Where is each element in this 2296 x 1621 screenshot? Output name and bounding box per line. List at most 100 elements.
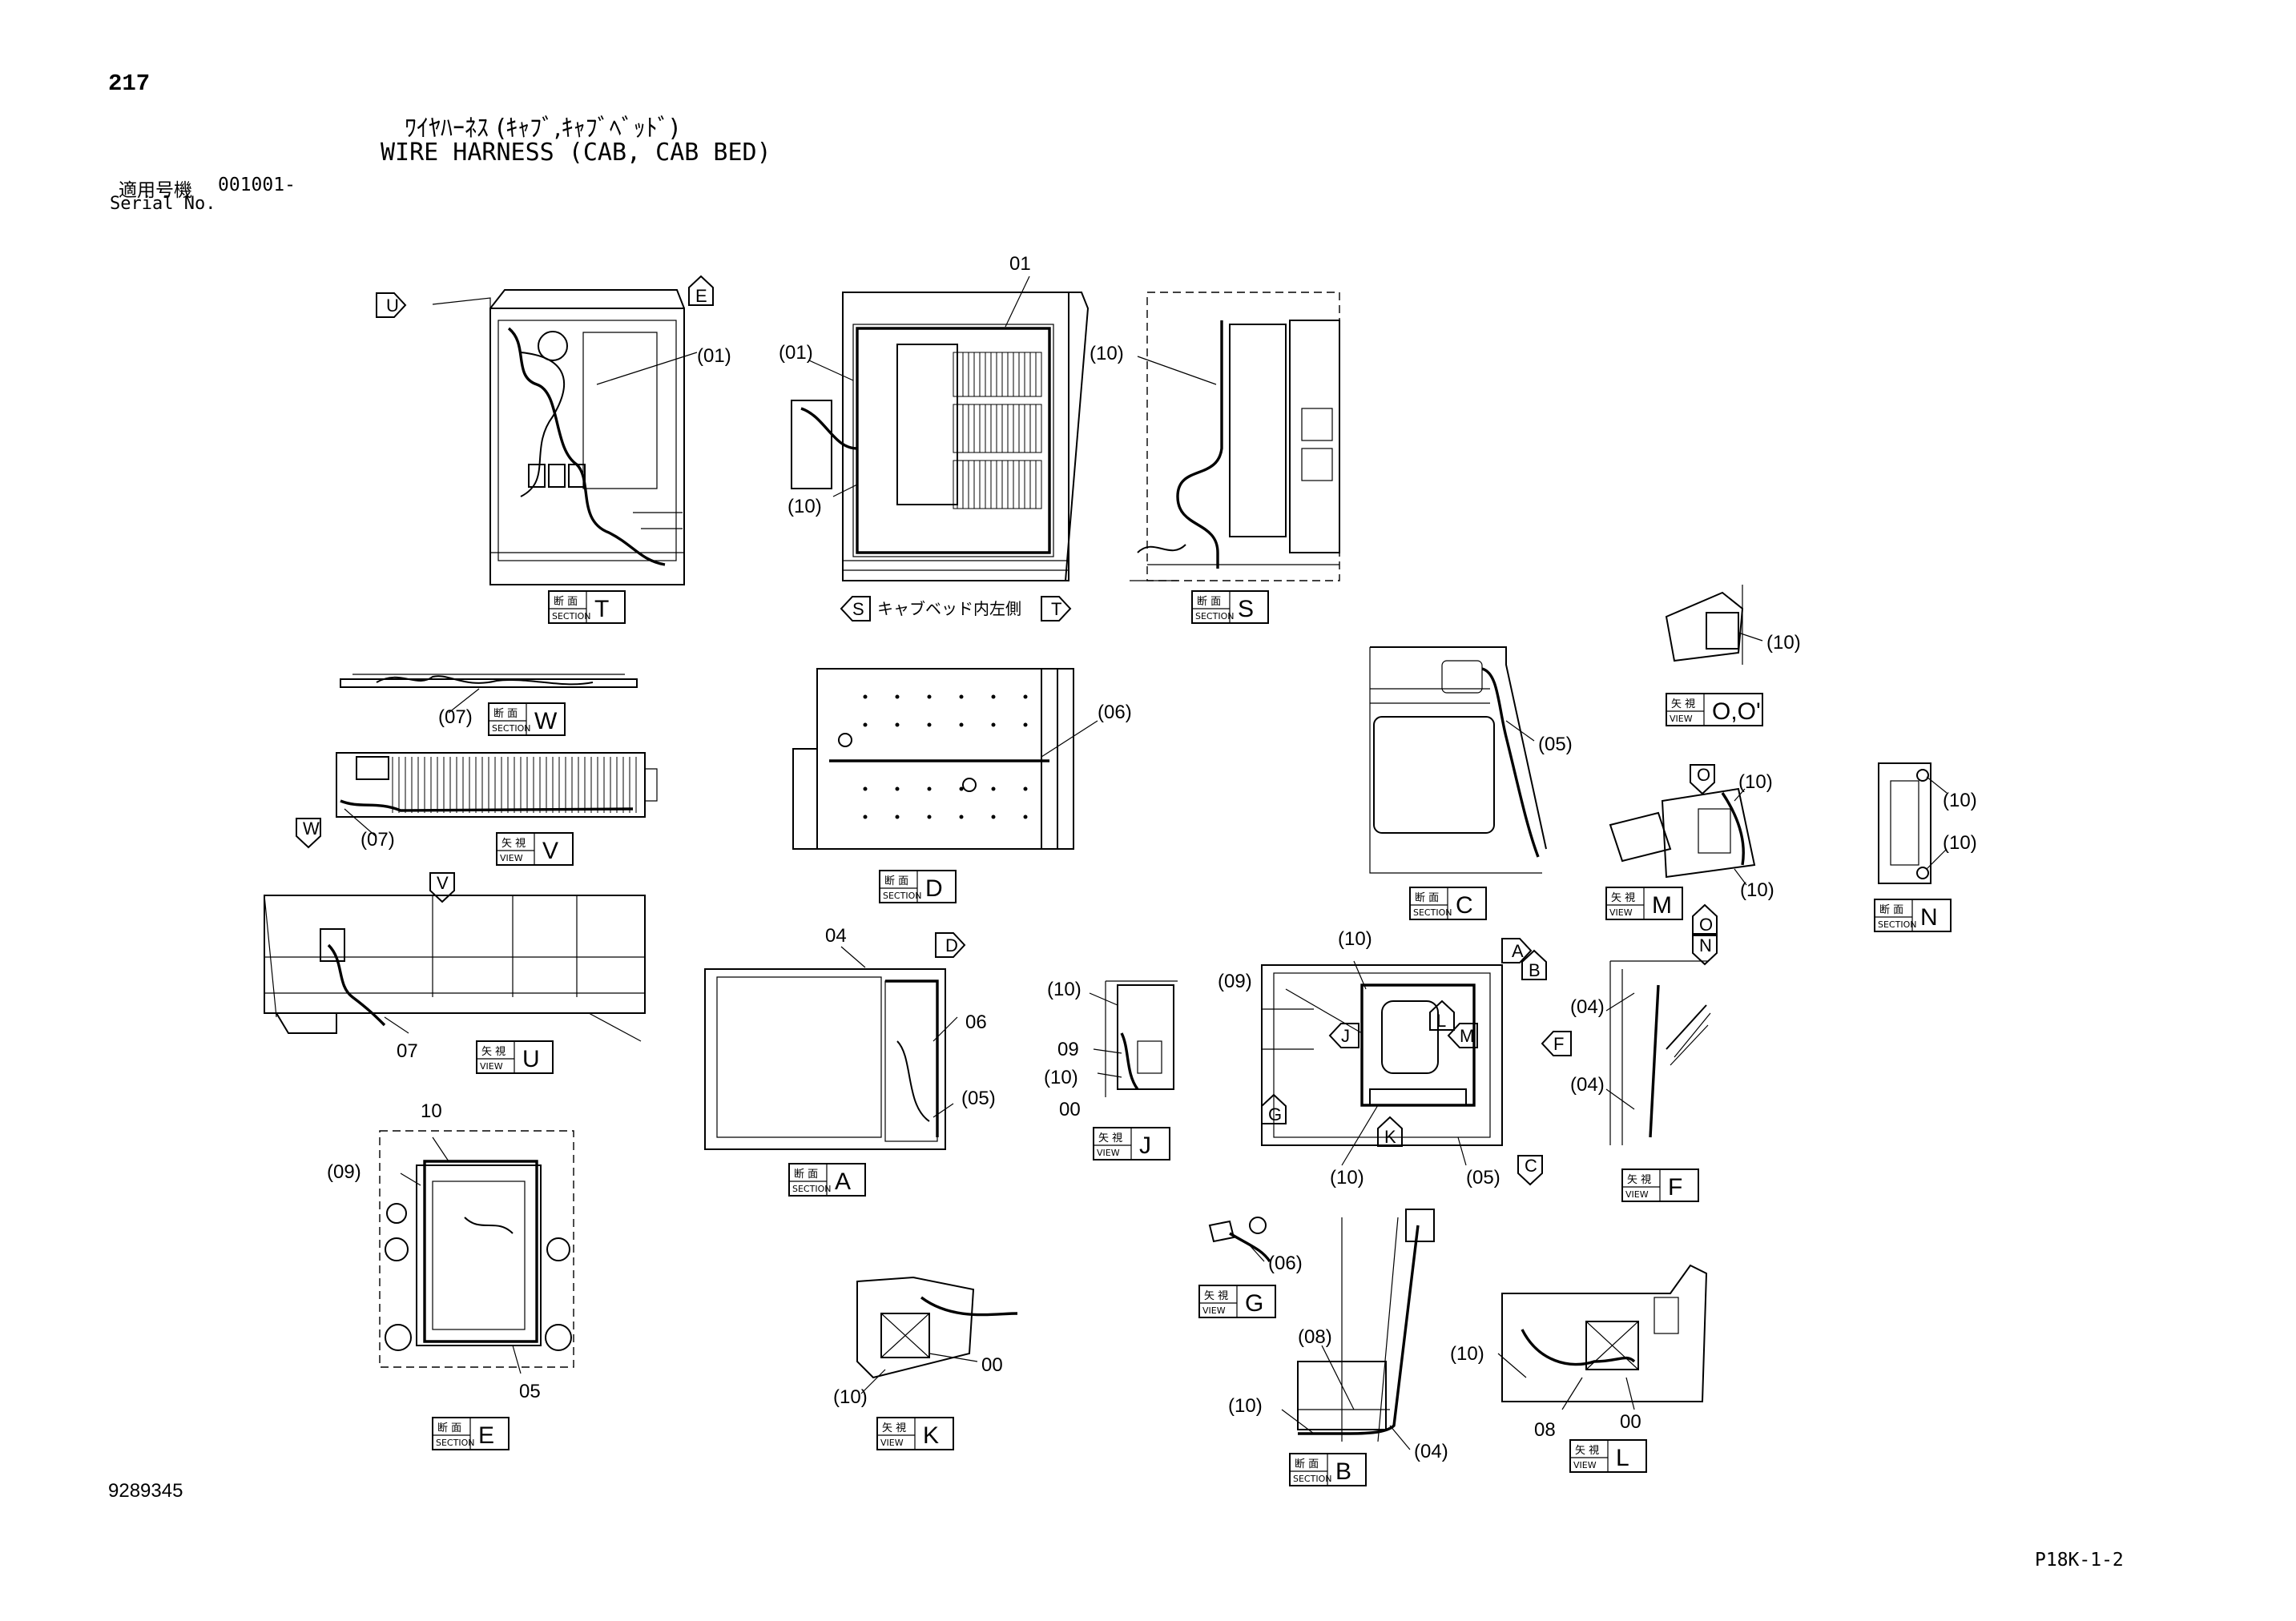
callout-label: (07) (438, 706, 473, 728)
callout-label: 08 (1534, 1419, 1556, 1441)
drawing-view-f-detail (1605, 960, 1711, 1145)
box-kind-jp: 矢 視 (481, 1046, 506, 1058)
box-kind-jp: 断 面 (884, 875, 908, 887)
arrow-letter: C (1525, 1156, 1537, 1176)
arrow-letter: S (852, 599, 864, 619)
box-kind-en: SECTION (792, 1184, 831, 1194)
box-kind-en: VIEW (1625, 1189, 1649, 1200)
box-section-n: 断 面 SECTION N (1874, 899, 1952, 932)
box-kind-jp: 矢 視 (1098, 1132, 1122, 1144)
box-kind-jp: 矢 視 (1204, 1290, 1228, 1302)
box-kind-en: SECTION (552, 611, 590, 621)
box-kind-jp: 断 面 (1415, 892, 1439, 904)
callout-label: 00 (1620, 1411, 1641, 1433)
callout-label: (04) (1570, 1074, 1605, 1096)
drawing-view-f-main (1261, 960, 1503, 1166)
box-letter: B (1335, 1458, 1351, 1485)
arrow-n: N (1692, 935, 1718, 966)
arrow-letter: G (1268, 1104, 1282, 1124)
drawing-view-m (1609, 787, 1756, 886)
box-letter: D (925, 875, 943, 902)
callout-label: (01) (697, 345, 731, 367)
callout-label: (10) (1330, 1167, 1364, 1189)
callout-label: 00 (981, 1354, 1003, 1376)
callout-label: (09) (327, 1161, 361, 1183)
drawing-section-t (432, 289, 698, 585)
callout-label: 09 (1057, 1039, 1079, 1060)
arrow-letter: J (1341, 1026, 1350, 1046)
box-letter: F (1668, 1174, 1682, 1201)
arrow-j: J (1328, 1023, 1359, 1048)
box-kind-en: VIEW (480, 1061, 503, 1072)
arrow-k: K (1377, 1116, 1403, 1147)
drawing-view-v (336, 752, 658, 838)
arrow-v: V (429, 872, 455, 903)
box-kind-jp: 断 面 (1879, 904, 1903, 916)
box-view-v: 矢 視 VIEW V (496, 832, 574, 866)
arrow-letter: K (1384, 1127, 1396, 1147)
drawing-view-l (1497, 1264, 1708, 1410)
callout-label: 04 (825, 925, 847, 947)
box-letter: G (1245, 1290, 1263, 1317)
title-japanese: ﾜｲﾔﾊｰﾈｽ (ｷｬﾌﾞ,ｷｬﾌﾞﾍﾞｯﾄﾞ) (405, 115, 679, 143)
box-kind-en: VIEW (500, 853, 523, 863)
arrow-letter: O (1699, 915, 1713, 935)
box-kind-jp: 断 面 (554, 596, 578, 608)
box-kind-en: VIEW (880, 1438, 904, 1448)
box-letter: E (478, 1422, 494, 1449)
arrow-letter: L (1436, 1011, 1446, 1031)
box-letter: N (1920, 904, 1938, 931)
serial-label-english: Serial No. (110, 194, 216, 214)
callout-label: (10) (1740, 879, 1774, 901)
box-letter: K (923, 1422, 939, 1449)
callout-label: (10) (1228, 1395, 1263, 1417)
callout-label: (10) (1943, 832, 1977, 854)
callout-label: (09) (1218, 971, 1252, 992)
callout-label: 07 (397, 1040, 418, 1062)
callout-label: (10) (1738, 771, 1773, 793)
box-kind-jp: 断 面 (437, 1422, 461, 1434)
arrow-t: T (1041, 596, 1072, 621)
drawing-section-a (704, 946, 958, 1150)
callout-label: 06 (965, 1012, 987, 1033)
box-kind-jp: 矢 視 (501, 838, 526, 850)
drawing-view-o (1665, 585, 1763, 665)
box-kind-jp: 矢 視 (1611, 892, 1635, 904)
callout-label: 05 (519, 1381, 541, 1402)
callout-label: (10) (1044, 1067, 1078, 1088)
box-kind-jp: 断 面 (493, 708, 518, 720)
box-view-f: 矢 視 VIEW F (1621, 1168, 1699, 1202)
callout-label: (10) (1090, 343, 1124, 364)
arrow-g: G (1261, 1093, 1287, 1124)
arrow-f: F (1541, 1031, 1572, 1056)
box-letter: W (534, 708, 558, 734)
callout-label: (10) (1766, 632, 1801, 654)
box-kind-en: VIEW (1202, 1305, 1226, 1316)
box-kind-jp: 矢 視 (1627, 1174, 1651, 1186)
arrow-a: A (1501, 938, 1533, 963)
box-kind-en: SECTION (1413, 907, 1452, 918)
arrow-letter: U (386, 296, 399, 316)
arrow-m: M (1447, 1023, 1478, 1048)
box-letter: L (1616, 1445, 1629, 1471)
box-view-g: 矢 視 VIEW G (1198, 1285, 1276, 1318)
title-english: WIRE HARNESS (CAB, CAB BED) (381, 139, 771, 167)
drawing-section-d (792, 668, 1098, 850)
callout-label: (04) (1570, 996, 1605, 1018)
box-letter: V (542, 838, 558, 864)
drawing-cab-rear (791, 276, 1090, 581)
drawing-section-e (379, 1130, 574, 1374)
box-kind-en: SECTION (1878, 919, 1916, 930)
box-kind-en: VIEW (1609, 907, 1633, 918)
arrow-letter: F (1553, 1034, 1564, 1054)
callout-label: (05) (1466, 1167, 1500, 1189)
drawing-section-w (340, 674, 638, 714)
box-kind-jp: 断 面 (1197, 596, 1221, 608)
